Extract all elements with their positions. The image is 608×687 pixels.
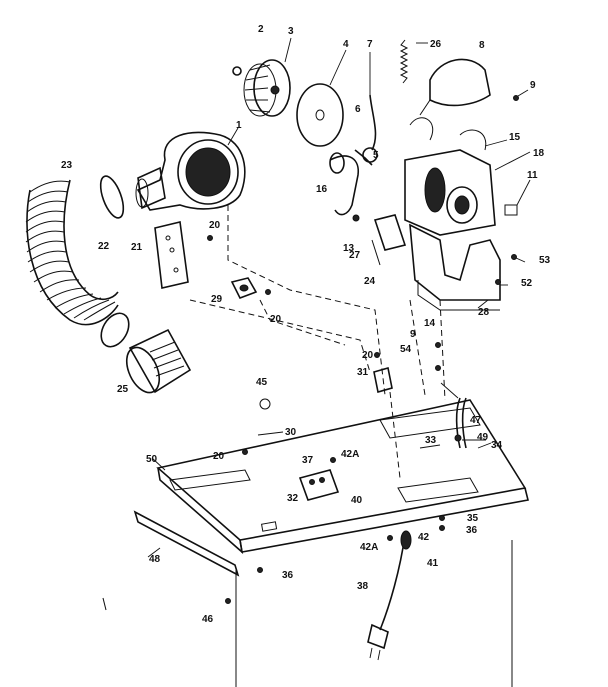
label-37: 37	[302, 455, 314, 466]
label-3: 3	[288, 26, 294, 37]
label-28: 28	[478, 307, 490, 318]
hose-clamp-part	[99, 175, 130, 348]
label-23: 23	[61, 160, 73, 171]
label-9-lower: 9	[410, 329, 416, 340]
motor-part	[404, 117, 496, 236]
label-24: 24	[364, 276, 376, 287]
label-41: 41	[427, 558, 439, 569]
label-54: 54	[400, 344, 412, 355]
label-46: 46	[202, 614, 214, 625]
exhaust-hose-part	[25, 179, 119, 326]
label-5: 5	[373, 150, 379, 161]
idler-assembly-part	[354, 94, 378, 166]
label-31: 31	[357, 367, 369, 378]
label-22: 22	[98, 241, 110, 252]
power-cord-part	[367, 530, 412, 661]
label-11: 11	[527, 170, 538, 181]
motor-shield-part	[419, 58, 491, 116]
assembly-guide-lines	[189, 205, 446, 479]
label-30: 30	[285, 427, 297, 438]
label-25: 25	[117, 384, 129, 395]
label-42a-lower: 42A	[360, 542, 378, 553]
motor-mount-part	[409, 223, 501, 311]
idler-arm-part	[371, 214, 407, 266]
label-20-c: 20	[362, 350, 374, 361]
leader-lines	[147, 37, 531, 558]
blower-wheel-part	[243, 59, 291, 117]
label-35: 35	[467, 513, 479, 524]
label-2: 2	[258, 24, 264, 35]
label-26: 26	[430, 39, 442, 50]
label-34: 34	[491, 440, 503, 451]
label-14: 14	[424, 318, 436, 329]
label-20-b: 20	[270, 314, 282, 325]
label-36-b: 36	[282, 570, 294, 581]
belt-spring-part	[399, 39, 409, 84]
label-50: 50	[146, 454, 158, 465]
label-36-a: 36	[466, 525, 478, 536]
terminal-block-part	[298, 469, 340, 501]
label-27: 27	[349, 250, 361, 261]
label-15: 15	[509, 132, 521, 143]
fastener-parts	[207, 95, 519, 604]
label-13: 13	[343, 243, 355, 254]
part-labels: 1 2 3 4 5 6 7 8 9 9 11 13 14 15 16 18 20…	[61, 24, 551, 625]
label-18: 18	[533, 148, 545, 159]
base-plate-part	[156, 399, 529, 555]
label-42: 42	[418, 532, 430, 543]
label-16: 16	[316, 184, 328, 195]
label-20-a: 20	[209, 220, 221, 231]
label-33: 33	[425, 435, 437, 446]
scan-marks	[102, 540, 513, 687]
label-47: 47	[470, 415, 482, 426]
label-8: 8	[479, 40, 485, 51]
label-20-d: 20	[213, 451, 225, 462]
label-48: 48	[149, 554, 161, 565]
label-53: 53	[539, 255, 551, 266]
label-42a-upper: 42A	[341, 449, 359, 460]
label-29: 29	[211, 294, 223, 305]
switch-part	[373, 366, 393, 394]
duct-elbow-part	[329, 152, 359, 216]
label-40: 40	[351, 495, 363, 506]
label-4: 4	[343, 39, 349, 50]
label-6: 6	[355, 104, 361, 115]
label-52: 52	[521, 278, 533, 289]
thermostat-part	[230, 277, 258, 300]
label-49: 49	[477, 432, 489, 443]
nut-part	[232, 66, 242, 76]
bracket-plate-part	[154, 221, 189, 289]
label-21: 21	[131, 242, 143, 253]
label-45: 45	[256, 377, 268, 388]
seal-disc-part	[296, 83, 344, 147]
label-7: 7	[367, 39, 373, 50]
label-1: 1	[236, 120, 242, 131]
duct-adapter-part	[125, 328, 192, 394]
label-9-upper: 9	[530, 80, 536, 91]
label-38: 38	[357, 581, 369, 592]
front-rail-part	[133, 510, 240, 577]
blower-housing-part	[135, 131, 246, 211]
label-32: 32	[287, 493, 299, 504]
